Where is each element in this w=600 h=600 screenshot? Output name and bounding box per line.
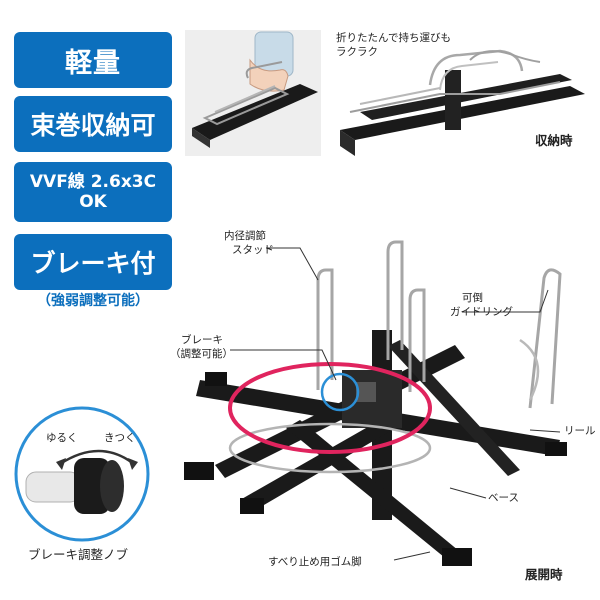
badge-bundle-storage-text: 束巻収納可 bbox=[30, 111, 156, 140]
badge-brake-text: ブレーキ付 bbox=[30, 249, 156, 278]
rubber-feet-label: すべり止め用ゴム脚 bbox=[268, 556, 362, 568]
brake-highlight-ring bbox=[228, 362, 432, 454]
stud-label-line1: 内径調節 bbox=[224, 230, 266, 242]
leader-lines bbox=[230, 247, 561, 561]
knob-tighten-label: きつく bbox=[104, 432, 136, 444]
badge-vvf-line2: OK bbox=[79, 192, 107, 212]
stored-reel bbox=[340, 49, 585, 156]
stud-label-line2: スタッド bbox=[232, 244, 274, 256]
brake-label-line1: ブレーキ bbox=[181, 334, 223, 346]
base-label: ベース bbox=[488, 492, 519, 504]
reel-label: リール bbox=[564, 425, 596, 437]
badge-brake: ブレーキ付 bbox=[14, 234, 172, 290]
brake-label-line2: （調整可能） bbox=[170, 348, 233, 360]
brake-note: （強弱調整可能） bbox=[37, 293, 149, 309]
badge-bundle-storage: 束巻収納可 bbox=[14, 96, 172, 152]
badge-vvf: VVF線 2.6x3C OK bbox=[14, 162, 172, 222]
badge-lightweight-text: 軽量 bbox=[65, 47, 121, 79]
knob-caption: ブレーキ調整ノブ bbox=[28, 547, 129, 562]
knob-loosen-label: ゆるく bbox=[46, 432, 78, 444]
fold-caption-line2: ラクラク bbox=[336, 46, 378, 58]
badge-lightweight: 軽量 bbox=[14, 32, 172, 88]
deployed-reel bbox=[184, 240, 567, 566]
knob-inset bbox=[14, 406, 150, 542]
fold-caption-line1: 折りたたんで持ち運びも bbox=[336, 32, 451, 44]
guide-label-line1: 可倒 bbox=[462, 292, 483, 304]
guide-label-line2: ガイドリング bbox=[450, 306, 513, 318]
brake-inset-circle bbox=[320, 372, 360, 412]
badge-vvf-line1: VVF線 2.6x3C bbox=[29, 172, 157, 192]
stored-label: 収納時 bbox=[535, 133, 573, 148]
carry-photo bbox=[192, 31, 318, 148]
deployed-label: 展開時 bbox=[525, 567, 563, 582]
